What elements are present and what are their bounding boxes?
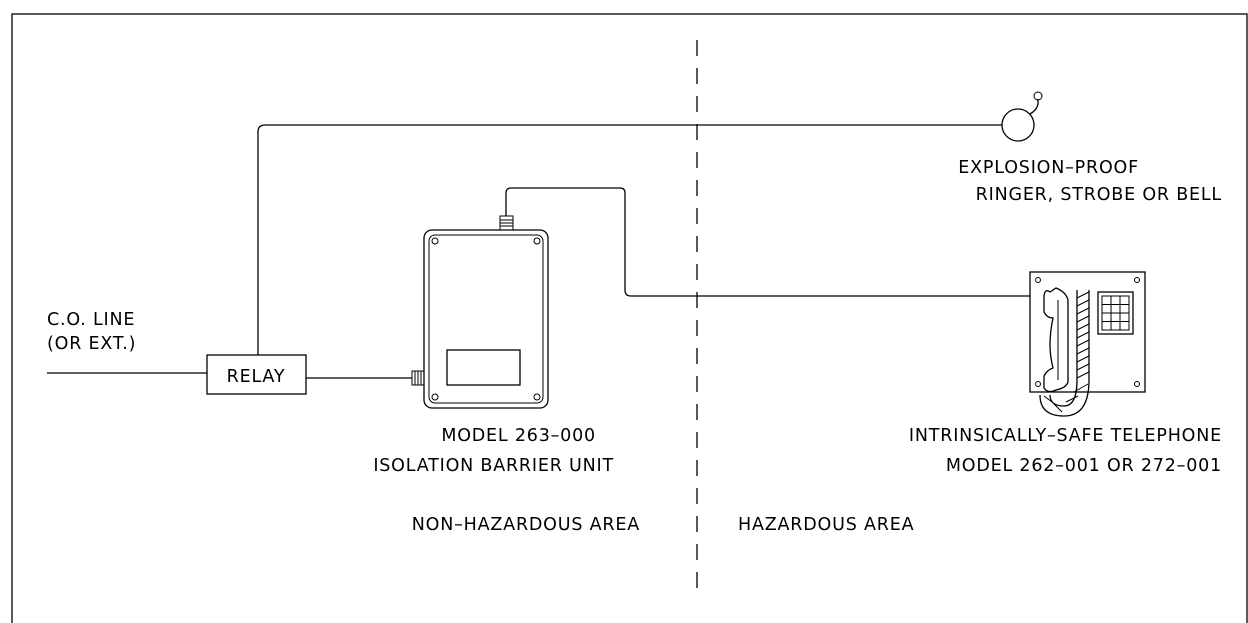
hazardous-area-label: HAZARDOUS AREA (738, 515, 914, 535)
ringer-label-2: RINGER, STROBE OR BELL (976, 185, 1222, 205)
barrier-label-1: MODEL 263–000 (441, 426, 596, 446)
barrier-top-connector (499, 215, 514, 231)
relay-to-ringer-wire (257, 124, 1002, 355)
diagram-border (11, 13, 1248, 623)
isolation-barrier-unit (423, 229, 549, 409)
co-line-label-2: (OR EXT.) (47, 334, 136, 354)
barrier-label-2: ISOLATION BARRIER UNIT (373, 456, 614, 476)
telephone-label-1: INTRINSICALLY–SAFE TELEPHONE (909, 426, 1222, 446)
non-hazardous-area-label: NON–HAZARDOUS AREA (412, 515, 640, 535)
co-line-label-1: C.O. LINE (47, 310, 135, 330)
barrier-to-telephone-wire (505, 187, 1030, 297)
telephone-icon (1029, 271, 1146, 417)
ringer-icon (1001, 91, 1043, 142)
ringer-label-1: EXPLOSION–PROOF (958, 158, 1139, 178)
telephone-label-2: MODEL 262–001 OR 272–001 (946, 456, 1222, 476)
relay-label: RELAY (227, 367, 286, 387)
relay-box (206, 354, 307, 395)
barrier-side-connector (411, 370, 425, 386)
